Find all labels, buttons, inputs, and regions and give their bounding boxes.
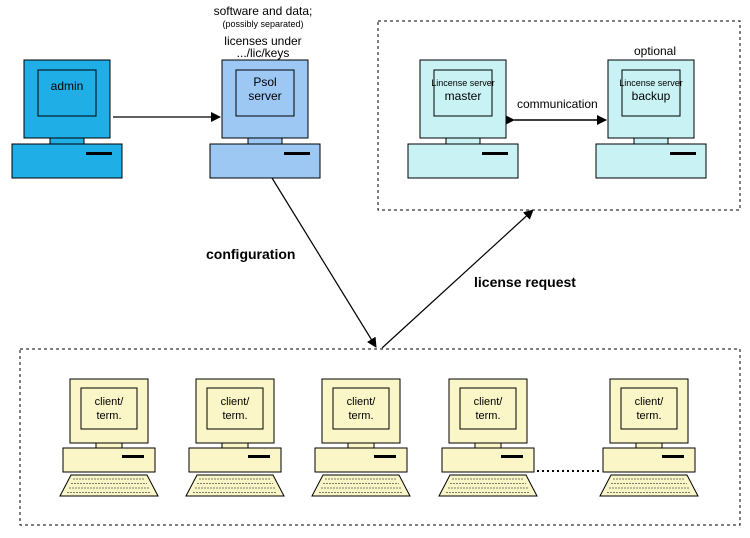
client-4-keyboard bbox=[438, 474, 538, 497]
psol-label-line2: server bbox=[248, 89, 281, 103]
backup-stand bbox=[633, 137, 669, 145]
psol-stand bbox=[247, 137, 283, 145]
client-1-stand bbox=[95, 442, 123, 449]
master-label-line2: master bbox=[445, 89, 482, 103]
client-3-label-line2: term. bbox=[348, 410, 373, 422]
backup-drive-slot bbox=[670, 152, 696, 155]
master-label-line1: Lincense server bbox=[431, 78, 495, 88]
master-screen bbox=[433, 69, 493, 117]
client-5-screen bbox=[620, 387, 678, 430]
client-4-computer: client/term. bbox=[438, 378, 538, 497]
client-4-label-line1: client/ bbox=[474, 396, 504, 408]
client-2-stand bbox=[221, 442, 249, 449]
software-data-label: software and data; bbox=[213, 4, 313, 18]
admin-computer: admin bbox=[11, 59, 123, 179]
client-5-computer: client/term. bbox=[599, 378, 699, 497]
possibly-separated-label: (possibly separated) bbox=[222, 19, 304, 29]
backup-base-unit bbox=[595, 143, 707, 179]
client-1-label-line1: client/ bbox=[95, 396, 125, 408]
configuration-arrow bbox=[271, 177, 377, 348]
client-5-base-unit bbox=[602, 447, 696, 473]
client-2-label-line2: term. bbox=[222, 410, 247, 422]
licenses-under-label: licenses under bbox=[224, 34, 302, 48]
client-group-box bbox=[19, 348, 741, 526]
configuration-label: configuration bbox=[206, 246, 296, 262]
client-4-stand bbox=[474, 442, 502, 449]
lic-keys-label: .../lic/keys bbox=[236, 46, 290, 60]
client-5-stand bbox=[635, 442, 663, 449]
client-4-base-unit bbox=[441, 447, 535, 473]
master-drive-slot bbox=[482, 152, 508, 155]
client-2-screen bbox=[206, 387, 264, 430]
client-1-base-unit bbox=[62, 447, 156, 473]
client-1-computer: client/term. bbox=[59, 378, 159, 497]
client-5-label-line2: term. bbox=[636, 410, 661, 422]
admin-base-unit bbox=[11, 143, 123, 179]
license-request-label: license request bbox=[474, 274, 576, 290]
backup-label-line1: Lincense server bbox=[619, 78, 683, 88]
client-2-computer: client/term. bbox=[185, 378, 285, 497]
client-3-stand bbox=[347, 442, 375, 449]
psol-screen bbox=[235, 69, 295, 117]
client-4-screen bbox=[459, 387, 517, 430]
communication-label: communication bbox=[517, 97, 598, 111]
client-1-drive-slot bbox=[122, 455, 144, 458]
client-1-screen bbox=[80, 387, 138, 430]
master-base-unit bbox=[407, 143, 519, 179]
client-3-computer: client/term. bbox=[311, 378, 411, 497]
admin-label-line1: admin bbox=[51, 79, 84, 93]
client-5-keyboard bbox=[599, 474, 699, 497]
client-5-drive-slot bbox=[662, 455, 684, 458]
admin-drive-slot bbox=[86, 152, 112, 155]
admin-screen bbox=[37, 69, 97, 117]
psol-drive-slot bbox=[284, 152, 310, 155]
backup-screen bbox=[621, 69, 681, 117]
backup-label-line2: backup bbox=[632, 89, 671, 103]
client-2-keyboard bbox=[185, 474, 285, 497]
client-1-keyboard bbox=[59, 474, 159, 497]
client-2-label-line1: client/ bbox=[221, 396, 251, 408]
client-3-screen bbox=[332, 387, 390, 430]
optional-label: optional bbox=[633, 44, 677, 58]
client-3-label-line1: client/ bbox=[347, 396, 377, 408]
client-2-base-unit bbox=[188, 447, 282, 473]
license-server-group-box bbox=[377, 20, 741, 211]
master-stand bbox=[445, 137, 481, 145]
client-3-keyboard bbox=[311, 474, 411, 497]
client-1-label-line2: term. bbox=[96, 410, 121, 422]
client-5-label-line1: client/ bbox=[635, 396, 665, 408]
client-2-drive-slot bbox=[248, 455, 270, 458]
psol-base-unit bbox=[209, 143, 321, 179]
client-4-label-line2: term. bbox=[475, 410, 500, 422]
psol-label-line1: Psol bbox=[253, 75, 276, 89]
client-3-drive-slot bbox=[374, 455, 396, 458]
client-3-base-unit bbox=[314, 447, 408, 473]
client-4-drive-slot bbox=[501, 455, 523, 458]
license-request-arrow bbox=[381, 209, 534, 349]
admin-stand bbox=[49, 137, 85, 145]
